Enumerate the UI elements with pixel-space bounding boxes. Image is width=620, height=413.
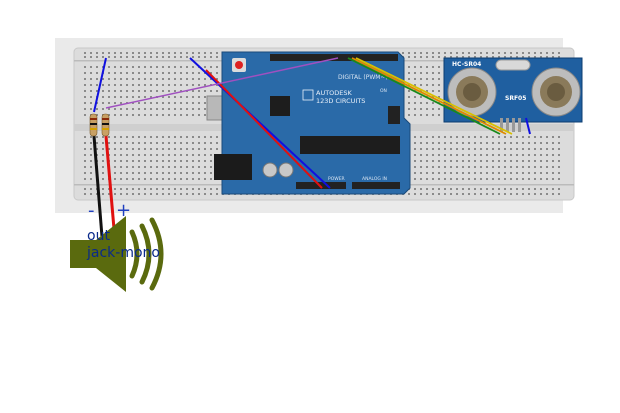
sensor-pins	[500, 118, 521, 132]
wire-red	[205, 69, 323, 189]
wires	[92, 57, 531, 263]
jack-label-line2: jack-mono	[86, 245, 160, 261]
wire-blue	[189, 57, 331, 189]
speaker-icon	[70, 216, 164, 292]
wire-orange	[351, 57, 507, 135]
icsp-header	[388, 106, 400, 124]
resistor-right	[101, 113, 110, 137]
jack-label-line1: out	[87, 228, 110, 244]
autodesk-logo: AUTODESK 123D CIRCUITS	[302, 89, 365, 105]
wire-yellow	[355, 57, 513, 135]
reset-button-cap[interactable]	[235, 61, 243, 69]
svg-text:123D CIRCUITS: 123D CIRCUITS	[316, 97, 365, 105]
power-header	[296, 182, 346, 189]
sensor-model: HC-SR04	[452, 61, 481, 68]
resistor-left	[89, 113, 98, 137]
sensor-brand: SRF05	[505, 95, 526, 102]
capacitor-1	[262, 162, 278, 178]
crystal	[495, 59, 531, 71]
wire-blue	[525, 117, 531, 135]
digital-label: DIGITAL (PWM~)	[338, 74, 388, 81]
atmega-chip	[300, 136, 400, 154]
on-label: ON	[380, 88, 387, 94]
power-label: POWER	[328, 176, 345, 182]
arduino-pcb	[221, 51, 411, 195]
digital-header	[270, 54, 398, 61]
polarity-plus: +	[116, 200, 131, 221]
analog-label: ANALOG IN	[362, 176, 387, 182]
arduino-board: DIGITAL (PWM~) AUTODESK 123D CIRCUITS PO…	[206, 51, 411, 195]
polarity-minus: -	[88, 200, 95, 221]
power-jack	[214, 154, 252, 180]
wire-purple	[105, 57, 339, 109]
wire-green	[347, 57, 501, 135]
svg-text:AUTODESK: AUTODESK	[316, 89, 353, 97]
capacitor-2	[278, 162, 294, 178]
usb-chip	[270, 96, 290, 116]
ultrasonic-sensor: HC-SR04 SRF05	[443, 57, 583, 132]
wire-blue	[93, 57, 107, 113]
analog-header	[352, 182, 400, 189]
